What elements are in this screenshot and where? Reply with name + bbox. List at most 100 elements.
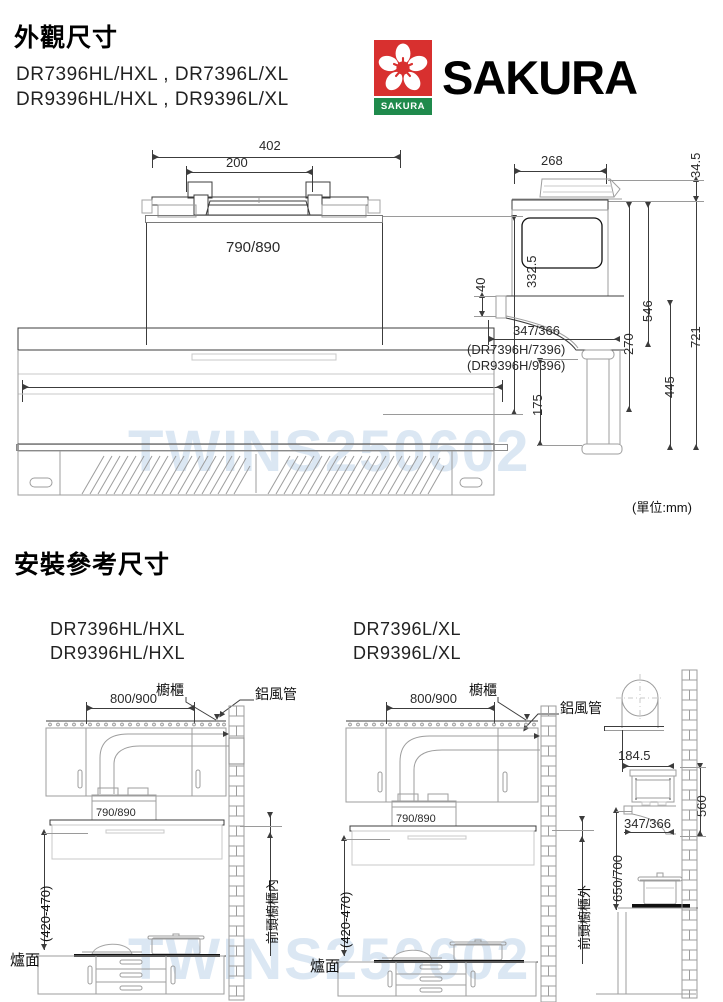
arrow-560-bottom [697,830,703,836]
label-stove-mid: 爐面 [310,958,341,975]
arrow-width-left [23,384,29,390]
section-title-appearance: 外觀尺寸 [14,24,119,52]
ext-line-34-5-bottom [608,201,704,202]
dim-800-900-left: 800/900 [110,691,157,706]
ext-line-34-5-top [608,180,704,181]
dim-546: 546 [640,300,655,322]
hood-body-right [629,769,677,806]
appearance-model-line-2: DR9396HL/HXL , DR9396L/XL [16,89,289,110]
install-mid-model-line-1: DR7396L/XL [353,619,462,639]
dim-line-40 [482,295,483,317]
leader-arrow-cabinet-mid [524,714,530,720]
ext-line-402-left [152,150,153,168]
dim-line-445-upper [670,300,671,346]
duct-outlet-right [616,674,664,728]
ext-line-175-top [538,359,578,360]
arrow-34-5-bottom [693,196,699,202]
dim-line-402 [152,157,400,158]
arrow-175-top [537,358,543,364]
ext-420-mid-top [344,839,390,840]
arrow-duct-pos-mid-top [579,816,585,822]
front-elevation-drawing: 402 200 790/890 [0,130,539,496]
arrow-650-top [613,807,619,813]
arrow-402-left [153,154,159,160]
appearance-model-line-1: DR7396HL/HXL , DR7396L/XL [16,64,289,85]
install-diagram-left: 櫥櫃 鋁風管 800/900 [10,676,300,1001]
ext-line-332-top [383,216,523,217]
dim-line-200 [186,172,312,173]
dim-800-900-mid: 800/900 [410,691,457,706]
arrow-721-bottom [693,444,699,450]
ext-line-40-bottom [474,316,496,317]
ext-line-200-right [312,166,313,192]
dim-790-890: 790/890 [226,239,281,256]
arrow-270-bottom [626,406,632,412]
dim-184-5: 184.5 [618,748,651,763]
dim-650-700: 650/700 [610,855,625,902]
hood-bottom-plate [16,444,508,451]
counter-left [36,933,226,957]
ext-duct-pos-left [240,826,282,827]
ext-duct-pos-mid [552,830,594,831]
dim-line-347-366-right [624,832,674,833]
duct-pipes-mid [399,735,540,802]
ext-line-width-right [502,380,503,402]
ext-560-top [680,767,706,768]
install-diagram-right: 184.5 347/366 560 [596,669,723,1000]
arrow-347-right-r [668,829,674,835]
dim-line-268 [514,171,606,172]
leader-lines-mid [497,697,559,729]
arrow-347-right-l [625,829,631,835]
leader-arrow-cabinet-left [214,714,220,720]
arrow-34-5-top [693,176,699,182]
label-duct-mid: 鋁風管 [560,700,602,716]
arrow-445-bottom [667,444,673,450]
arrow-546-top [645,202,651,208]
base-cabinet-left [37,955,225,995]
install-mid-model-line-2: DR9396L/XL [353,643,462,663]
dim-445: 445 [662,376,677,398]
arrow-duct-pos-left-top [267,812,273,818]
install-left-model-line-2: DR9396HL/HXL [50,643,186,663]
dim-line-800-900-mid [386,708,494,709]
arrow-347-right [614,336,620,342]
duct-arrow-1-left [223,731,229,737]
label-stove-left: 爐面 [10,952,41,969]
dim-200: 200 [226,155,248,170]
dim-line-duct-pos-left [270,816,271,956]
brand-logo: SAKURA SAKURA [374,40,638,115]
hood-top-plate-body [145,215,383,223]
install-left-model-list: DR7396HL/HXL DR9396HL/HXL [50,617,185,665]
ext-650-top [616,811,632,812]
ext-line-268-left [514,164,515,184]
dim-34-5: 34.5 [688,152,703,178]
note-dr7396h: (DR7396H/7396) [467,342,566,357]
section-title-install: 安裝參考尺寸 [14,551,171,579]
dim-line-420-470-left [44,832,45,950]
ext-line-332-bottom [383,414,523,415]
hood-canopy-profile [495,295,624,351]
arrow-duct-pos-mid-mid [579,836,585,842]
dim-line-34-5 [696,179,697,202]
arrow-420-left-bottom [41,944,47,950]
dim-line-347-366 [488,339,620,340]
ext-800-mid-l [386,702,387,724]
base-cabinet-mid [337,961,537,997]
arrow-347-left [489,336,495,342]
arrow-200-left [187,169,193,175]
dim-line-445 [670,344,671,450]
arrow-width-right [496,384,502,390]
dim-line-184-5 [622,766,674,767]
dim-402: 402 [259,138,281,153]
ext-184-5-left [622,730,623,772]
side-motor-collar [512,178,622,200]
appearance-model-list: DR7396HL/HXL , DR7396L/XL DR9396HL/HXL ,… [16,62,289,112]
note-dr9396h: (DR9396H/9396) [467,358,566,373]
dim-line-560 [700,766,701,836]
dim-line-721 [696,202,697,450]
ext-line-200-left [186,166,187,192]
ceiling-right-2 [604,730,664,731]
ext-line-347-left [488,320,489,345]
arrow-268-left [515,168,521,174]
